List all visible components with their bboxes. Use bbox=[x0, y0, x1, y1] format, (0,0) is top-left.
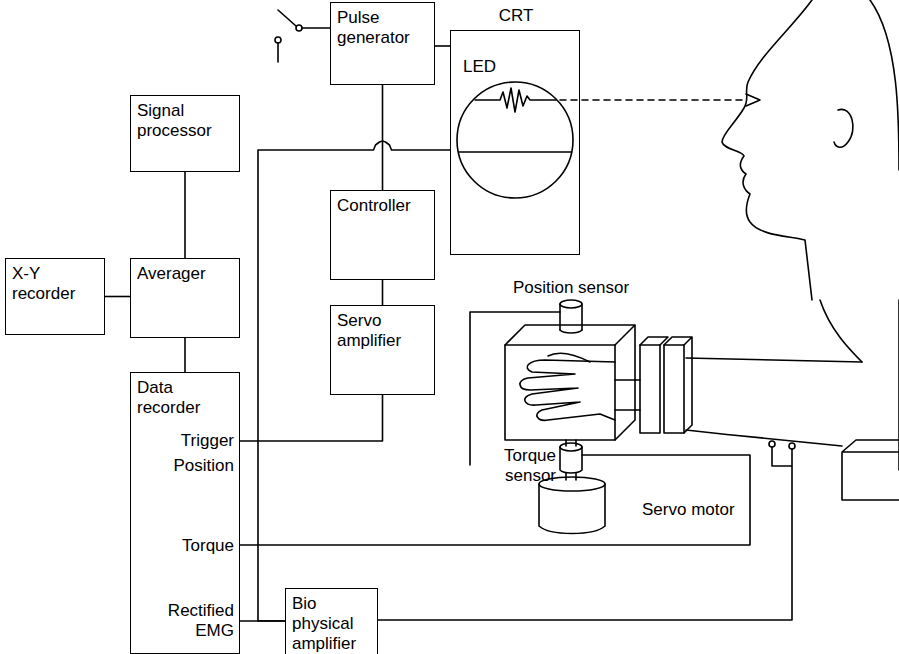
switch-lever bbox=[278, 10, 296, 26]
signal-name: LED bbox=[463, 57, 523, 77]
position-wire bbox=[470, 312, 560, 465]
process-box: X-Y recorder bbox=[5, 258, 105, 335]
arm-outline bbox=[820, 300, 862, 362]
box-label: Pulse generator bbox=[337, 8, 428, 48]
box-label: Averager bbox=[137, 264, 233, 284]
signal-wire bbox=[382, 280, 384, 305]
torque-sensor bbox=[560, 447, 582, 473]
signal-wire bbox=[258, 141, 450, 621]
switch-wire bbox=[277, 43, 279, 62]
switch-contact bbox=[296, 25, 302, 31]
process-box: CRTLED bbox=[450, 30, 580, 255]
elbow-rest bbox=[842, 440, 899, 500]
wrist-clamp bbox=[640, 337, 692, 433]
sight-line bbox=[560, 99, 742, 101]
process-box: Bio physical amplifier bbox=[285, 588, 378, 654]
hand-holder bbox=[505, 325, 635, 440]
holder-bar bbox=[615, 380, 640, 410]
box-label: CRT bbox=[451, 6, 581, 26]
electrode-wire bbox=[378, 447, 792, 620]
signal-wire bbox=[105, 296, 130, 298]
apparatus-drawing bbox=[240, 0, 899, 620]
hand-holder bbox=[505, 345, 615, 440]
forearm-outline bbox=[686, 430, 842, 446]
process-box: Data recorderTriggerPositionTorqueRectif… bbox=[130, 372, 240, 654]
signal-name: Torque bbox=[144, 536, 234, 556]
box-label: Controller bbox=[337, 196, 428, 216]
emg-trace bbox=[475, 88, 556, 112]
switch-contact bbox=[275, 37, 281, 43]
arm-outline bbox=[898, 300, 899, 470]
process-box: Signal processor bbox=[130, 95, 240, 172]
process-box: Averager bbox=[130, 258, 240, 338]
wrist-clamp bbox=[640, 345, 660, 433]
process-box: Controller bbox=[330, 190, 435, 280]
screen-baseline bbox=[459, 151, 571, 153]
box-label: Signal processor bbox=[137, 101, 233, 141]
signal-name: Position bbox=[144, 456, 234, 476]
signal-wire bbox=[382, 85, 384, 190]
signal-wire bbox=[184, 338, 186, 372]
switch-wire bbox=[302, 27, 330, 29]
servo-motor bbox=[539, 484, 605, 534]
eye bbox=[746, 94, 760, 106]
box-label: Data recorder bbox=[137, 378, 233, 418]
signal-name: Trigger bbox=[144, 431, 234, 451]
electrode bbox=[789, 443, 795, 449]
box-label: Bio physical amplifier bbox=[292, 594, 371, 654]
crt-screen bbox=[457, 82, 573, 198]
part-label: Position sensor bbox=[500, 278, 642, 298]
signal-wire bbox=[435, 45, 450, 47]
electrode bbox=[769, 441, 775, 447]
face-profile bbox=[722, 0, 812, 300]
torque-sensor bbox=[560, 443, 582, 451]
box-label: Servo amplifier bbox=[337, 311, 428, 351]
hand bbox=[520, 360, 615, 420]
process-box: Pulse generator bbox=[330, 2, 435, 85]
signal-wire bbox=[240, 395, 383, 441]
ear bbox=[834, 109, 853, 147]
box-label: X-Y recorder bbox=[12, 264, 98, 304]
forearm-outline bbox=[686, 358, 862, 362]
thumb bbox=[548, 354, 590, 362]
wrist-clamp bbox=[664, 345, 684, 433]
position-sensor bbox=[560, 300, 582, 308]
part-label: Servo motor bbox=[642, 500, 742, 520]
part-label: Torque sensor bbox=[478, 446, 556, 486]
signal-wire bbox=[184, 172, 186, 258]
signal-name: Rectified EMG bbox=[154, 601, 234, 641]
position-sensor bbox=[560, 330, 582, 333]
process-box: Servo amplifier bbox=[330, 305, 435, 395]
head-outline bbox=[870, 0, 899, 170]
torque-wire bbox=[240, 455, 750, 545]
